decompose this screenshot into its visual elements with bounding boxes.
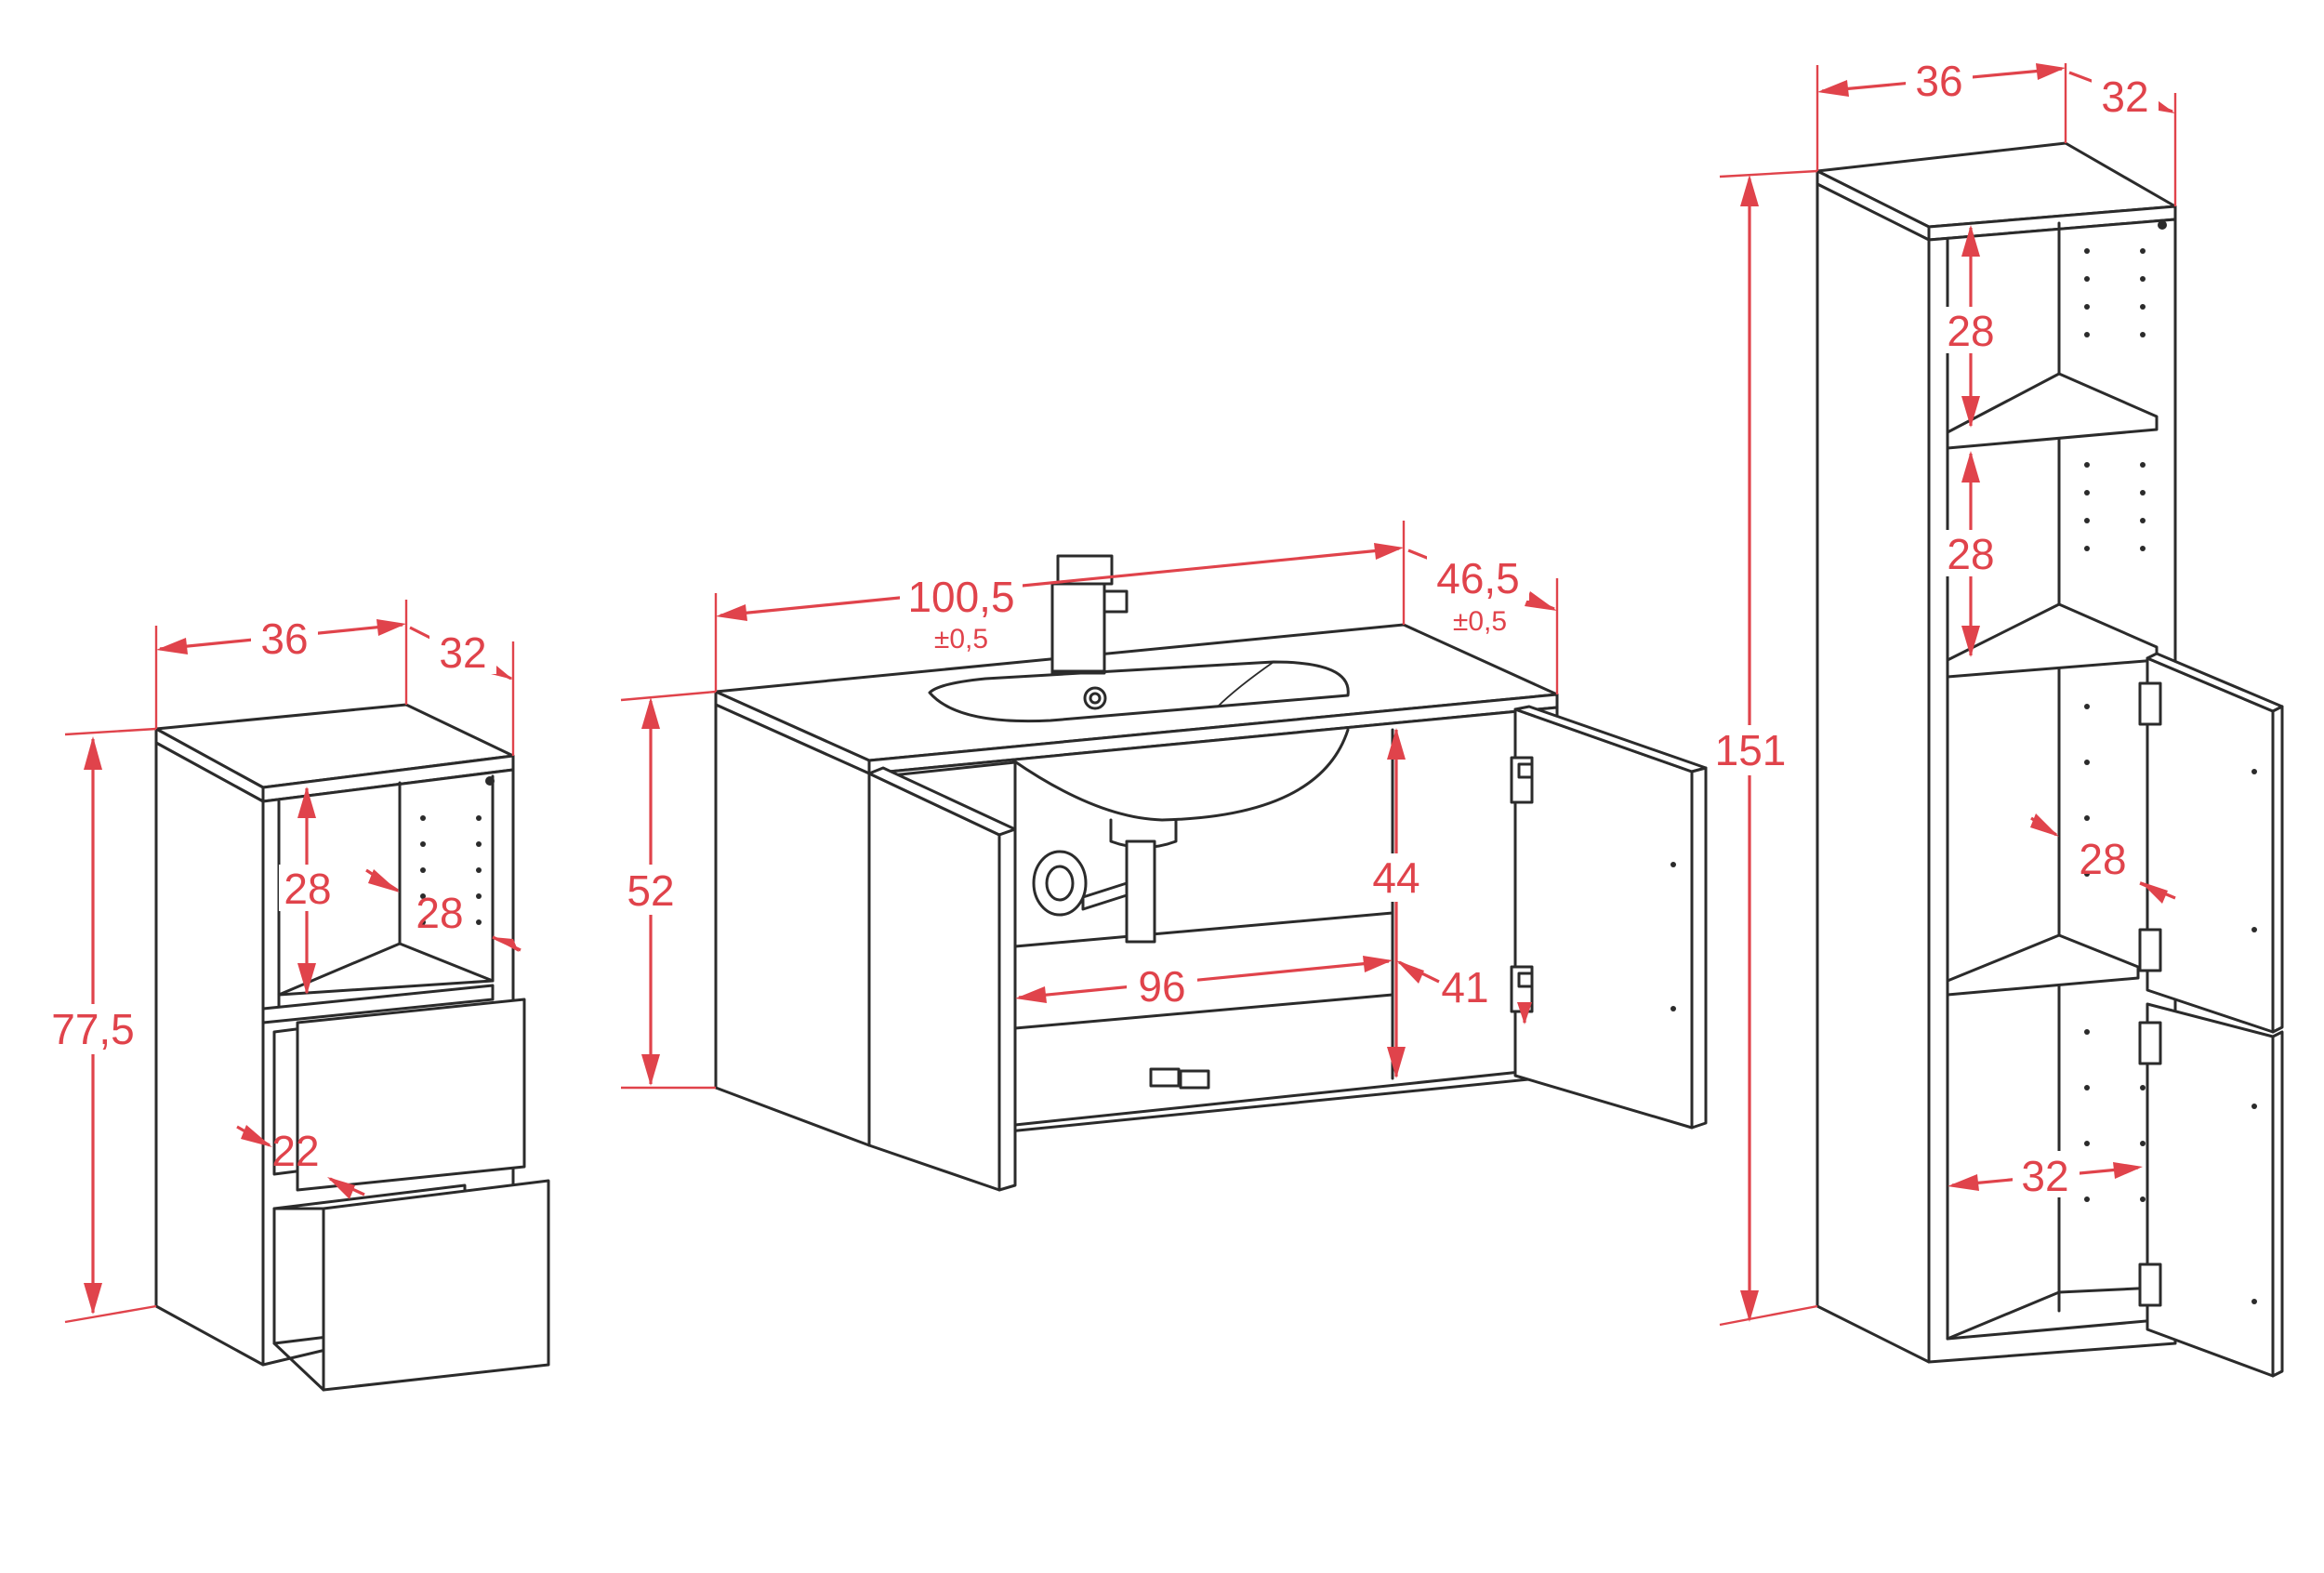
tall-height-label: 151 [1715, 726, 1787, 774]
side-shelf-height-label: 28 [284, 865, 331, 913]
side-cabinet [154, 703, 550, 1392]
tall-shelf2-label: 28 [1947, 530, 1994, 578]
door-hinges [1510, 756, 1676, 1013]
vanity-width-tolerance: ±0,5 [934, 624, 988, 654]
vanity-height-label: 52 [627, 866, 674, 915]
tall-shelf1-label: 28 [1947, 307, 1994, 355]
tall-cabinet [1816, 141, 2284, 1378]
tall-door-hinges [2138, 681, 2257, 1307]
shelf-pin-holes [420, 776, 495, 925]
tall-depth-label: 32 [2101, 73, 2148, 121]
vanity-inner-height-label: 44 [1372, 853, 1419, 902]
side-width-label: 36 [260, 615, 308, 663]
vanity-depth-label: 46,5 [1436, 554, 1520, 602]
tall-cabinet-dimensions: 36 32 151 28 28 28 32 [1710, 56, 2177, 1327]
tall-width-label: 36 [1915, 57, 1962, 105]
side-shelf-depth-label: 28 [416, 889, 463, 937]
tall-pin-holes [2084, 220, 2167, 1202]
vanity-inner-depth-label: 41 [1441, 963, 1488, 1011]
vanity-width-label: 100,5 [907, 573, 1014, 621]
side-height-label: 77,5 [51, 1005, 135, 1053]
side-cabinet-dimensions: 36 32 77,5 28 28 22 [39, 600, 522, 1324]
vanity-unit [714, 554, 1708, 1192]
vanity-dimensions: 100,5 ±0,5 46,5 ±0,5 52 44 96 41 [614, 521, 1559, 1090]
side-drawer-height-label: 22 [271, 1127, 319, 1175]
vanity-inner-width-label: 96 [1138, 962, 1185, 1011]
tall-door-depth-label: 28 [2079, 835, 2126, 883]
side-depth-label: 32 [439, 628, 486, 677]
tall-inner-width-label: 32 [2021, 1152, 2068, 1200]
vanity-depth-tolerance: ±0,5 [1453, 606, 1507, 637]
